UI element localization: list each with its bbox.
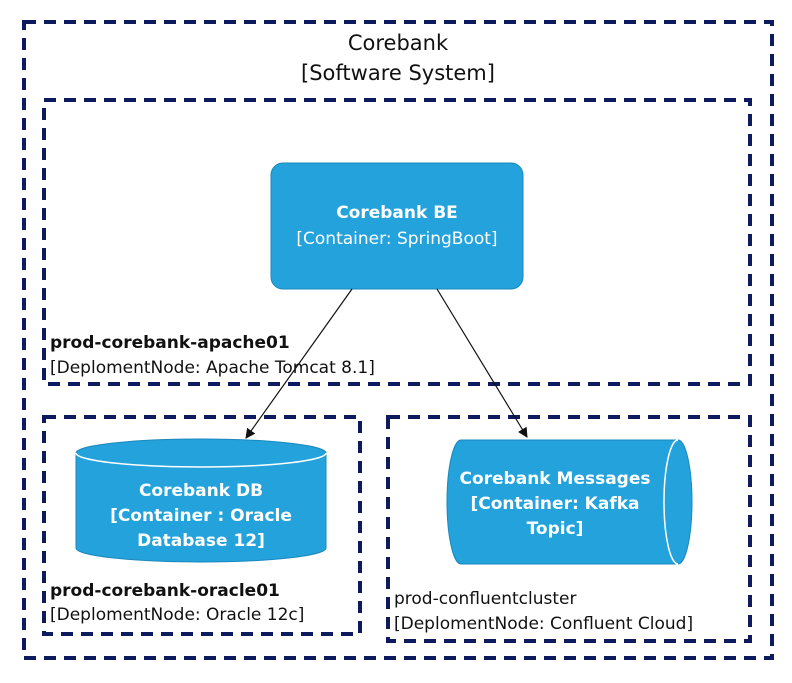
deployment-node-apache-name: prod-corebank-apache01 bbox=[50, 333, 290, 353]
deployment-node-oracle-type: [DeplomentNode: Oracle 12c] bbox=[50, 605, 304, 625]
topic-cylinder-rim bbox=[663, 439, 679, 565]
container-corebank-be-name: Corebank BE bbox=[336, 203, 458, 223]
container-corebank-db-type-line1: [Container : Oracle bbox=[110, 506, 292, 526]
container-corebank-messages-type-line2: Topic] bbox=[527, 519, 584, 539]
container-corebank-messages: Corebank Messages [Container: Kafka Topi… bbox=[446, 439, 693, 565]
container-corebank-messages-type-line1: [Container: Kafka bbox=[470, 494, 639, 514]
relation-be-to-messages bbox=[436, 288, 528, 438]
software-system-name: Corebank bbox=[348, 31, 449, 55]
container-corebank-db-type-line2: Database 12] bbox=[137, 531, 265, 551]
container-corebank-be bbox=[270, 162, 524, 290]
container-corebank-db: Corebank DB [Container : Oracle Database… bbox=[75, 438, 327, 563]
deployment-node-apache-type: [DeplomentNode: Apache Tomcat 8.1] bbox=[50, 358, 375, 378]
db-cylinder-body bbox=[75, 452, 327, 563]
software-system-boundary bbox=[22, 20, 774, 660]
container-corebank-db-name: Corebank DB bbox=[139, 481, 263, 501]
deployment-node-confluent-name: prod-confluentcluster bbox=[394, 589, 576, 609]
deployment-node-oracle-name: prod-corebank-oracle01 bbox=[50, 581, 280, 601]
deployment-node-confluent-type: [DeplomentNode: Confluent Cloud] bbox=[394, 614, 693, 634]
deployment-node-confluent bbox=[386, 415, 752, 643]
container-corebank-messages-name: Corebank Messages bbox=[459, 469, 650, 489]
deployment-node-apache bbox=[42, 98, 752, 386]
container-corebank-be-type: [Container: SpringBoot] bbox=[296, 229, 497, 249]
db-cylinder-rim bbox=[75, 452, 327, 468]
deployment-node-oracle bbox=[42, 415, 362, 636]
relation-be-to-db bbox=[245, 288, 353, 439]
software-system-type: [Software System] bbox=[301, 61, 495, 85]
